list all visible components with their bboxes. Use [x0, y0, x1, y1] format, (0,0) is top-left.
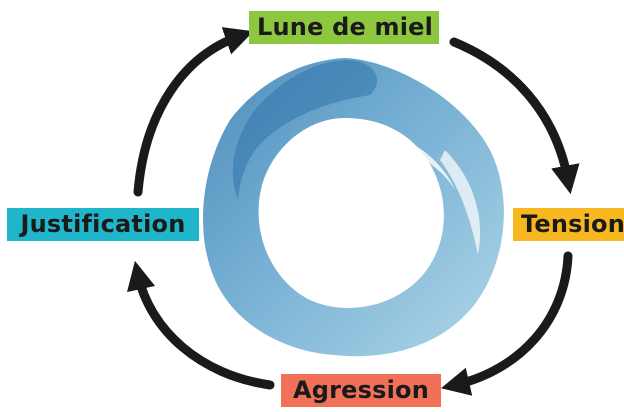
arrow-left-to-top — [133, 27, 254, 197]
arrow-top-to-right — [449, 37, 580, 195]
stage-label-aggression: Agression — [281, 374, 441, 407]
arrow-bottom-to-left — [127, 260, 275, 390]
arrow-right-to-bottom — [440, 251, 573, 396]
stage-label-honeymoon: Lune de miel — [249, 11, 439, 44]
cycle-arrows — [127, 27, 580, 396]
stage-label-tension: Tension — [513, 208, 624, 241]
stage-label-justification: Justification — [7, 208, 199, 241]
watercolor-ring — [203, 58, 504, 357]
